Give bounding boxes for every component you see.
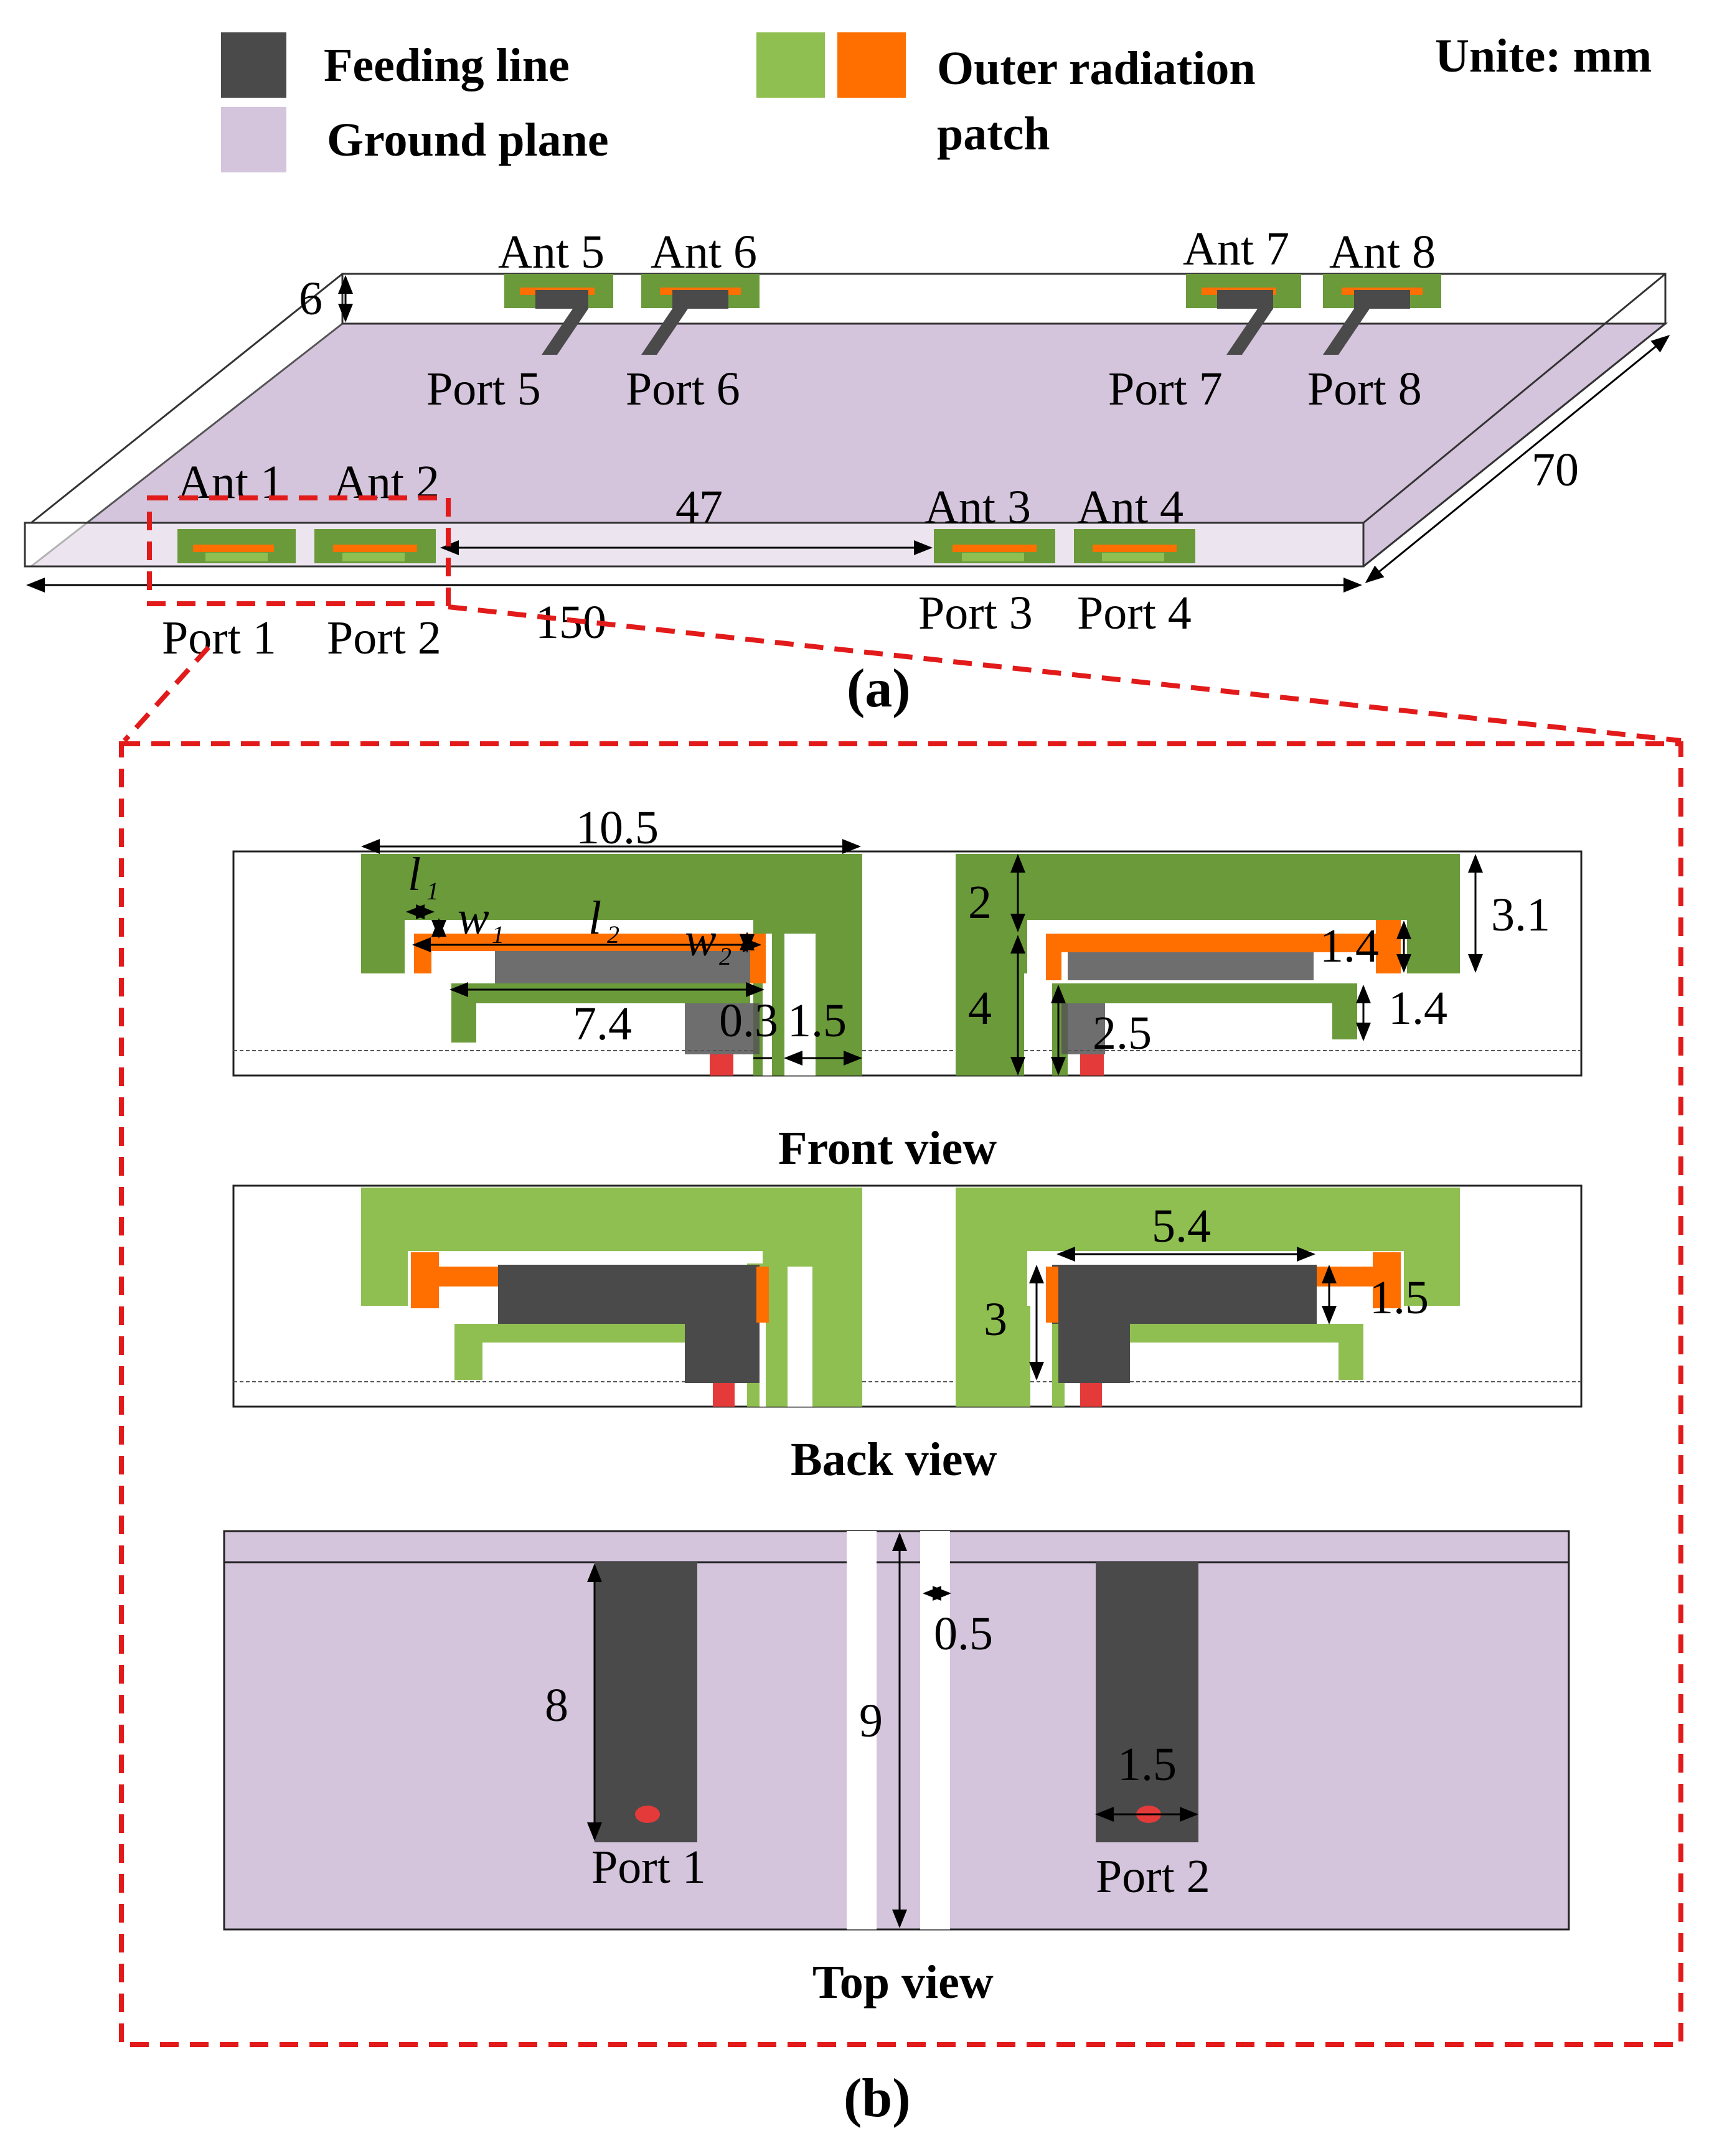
- panel-a-3d-view: Ant 5 Ant 6 Ant 7 Ant 8 Port 5 Port 6 Po…: [24, 223, 1682, 743]
- legend-swatch-green: [756, 32, 825, 98]
- legend-outer-patch-line2: patch: [937, 108, 1050, 160]
- front-dim-2: 2: [968, 876, 992, 929]
- port-2-label: Port 2: [327, 612, 441, 664]
- legend: Feeding line Ground plane Outer radiatio…: [221, 30, 1652, 172]
- dim-width-label: 70: [1531, 444, 1579, 496]
- ant-2-patch: [314, 529, 436, 563]
- top-feed-port-1: [595, 1562, 697, 1842]
- front-dim-1-5: 1.5: [788, 995, 847, 1047]
- port-1-label: Port 1: [162, 612, 276, 664]
- zoom-line-right: [448, 604, 1682, 743]
- back-view-title: Back view: [791, 1433, 997, 1486]
- front-symbol-w2-sub: 2: [719, 942, 732, 970]
- front-dim-4: 4: [968, 982, 992, 1034]
- top-view-title: Top view: [812, 1956, 994, 2008]
- ant-7-label: Ant 7: [1183, 223, 1289, 275]
- caption-a: (a): [847, 659, 911, 719]
- back-dim-3: 3: [984, 1293, 1007, 1346]
- dim-height-label: 6: [299, 273, 322, 325]
- port-3-label: Port 3: [918, 587, 1033, 639]
- back-dim-1-5: 1.5: [1370, 1272, 1429, 1324]
- front-dim-0-3: 0.3: [719, 995, 778, 1047]
- ant-5-patch: [504, 274, 613, 355]
- panel-b-frame: [119, 741, 1683, 2047]
- ant-8-patch: [1323, 274, 1441, 355]
- zoom-selection-box: [147, 495, 451, 606]
- top-dim-8: 8: [545, 1679, 568, 1732]
- front-dim-2-5: 2.5: [1093, 1007, 1152, 1059]
- top-port-1-label: Port 1: [591, 1841, 706, 1893]
- dim-width-arrow: [1365, 335, 1670, 583]
- ant-6-patch: [641, 274, 760, 355]
- top-dim-0-5: 0.5: [934, 1608, 993, 1660]
- ant-2-label: Ant 2: [333, 456, 440, 509]
- front-symbol-l2: l: [588, 892, 601, 944]
- top-dim-1-5: 1.5: [1117, 1738, 1177, 1791]
- port-7-label: Port 7: [1108, 363, 1223, 415]
- ant-6-label: Ant 6: [651, 226, 757, 278]
- front-view-title: Front view: [778, 1122, 997, 1174]
- top-feed-port-2: [1096, 1562, 1198, 1842]
- legend-swatch-feed: [221, 32, 286, 98]
- zoom-line-left: [123, 645, 210, 743]
- front-dim-3-1: 3.1: [1491, 889, 1550, 941]
- front-symbol-w1: w: [458, 892, 489, 944]
- front-symbol-l1-sub: 1: [426, 877, 439, 905]
- front-symbol-w2: w: [685, 914, 717, 966]
- port-8-label: Port 8: [1307, 363, 1422, 415]
- front-dim-1-4-top: 1.4: [1320, 920, 1379, 972]
- ant-3-label: Ant 3: [925, 481, 1031, 533]
- top-dim-9: 9: [859, 1695, 883, 1747]
- back-dim-5-4: 5.4: [1152, 1200, 1211, 1252]
- back-wall-edge: [31, 273, 343, 524]
- dim-spacing-label: 47: [675, 481, 723, 533]
- ant-5-label: Ant 5: [498, 226, 605, 278]
- legend-ground-plane: Ground plane: [327, 114, 609, 166]
- caption-b: (b): [844, 2068, 911, 2129]
- front-dim-7-4: 7.4: [573, 998, 632, 1050]
- top-view: 8 9 0.5 1.5 Port 1 Port 2 Top view: [223, 1530, 1570, 2008]
- port-4-label: Port 4: [1077, 587, 1192, 639]
- back-view: 5.4 3 1.5 Back view: [232, 1184, 1583, 1486]
- front-dim-1-4-bottom: 1.4: [1388, 982, 1447, 1034]
- front-view: 10.5 7.4 0.3 1.5 2 4 3.1 1.4 1.4 2.5 l 1…: [232, 802, 1583, 1174]
- legend-swatch-ground: [221, 107, 286, 172]
- ant-7-patch: [1186, 274, 1301, 355]
- legend-feeding-line: Feeding line: [324, 39, 570, 91]
- legend-swatch-orange: [837, 32, 906, 98]
- top-port-2-label: Port 2: [1096, 1850, 1210, 1903]
- port-5-label: Port 5: [426, 363, 541, 415]
- ant-8-label: Ant 8: [1329, 226, 1436, 278]
- legend-outer-patch-line1: Outer radiation: [937, 42, 1256, 95]
- front-symbol-l2-sub: 2: [607, 921, 619, 949]
- front-dim-10-5: 10.5: [576, 802, 659, 854]
- ant-1-label: Ant 1: [177, 456, 284, 509]
- front-symbol-l1: l: [408, 848, 421, 901]
- ant-3-patch: [934, 529, 1055, 563]
- unit-label: Unite: mm: [1435, 30, 1652, 82]
- ant-1-patch: [177, 529, 296, 563]
- port-6-label: Port 6: [626, 363, 740, 415]
- ant-4-label: Ant 4: [1077, 481, 1183, 533]
- ant-4-patch: [1074, 529, 1195, 563]
